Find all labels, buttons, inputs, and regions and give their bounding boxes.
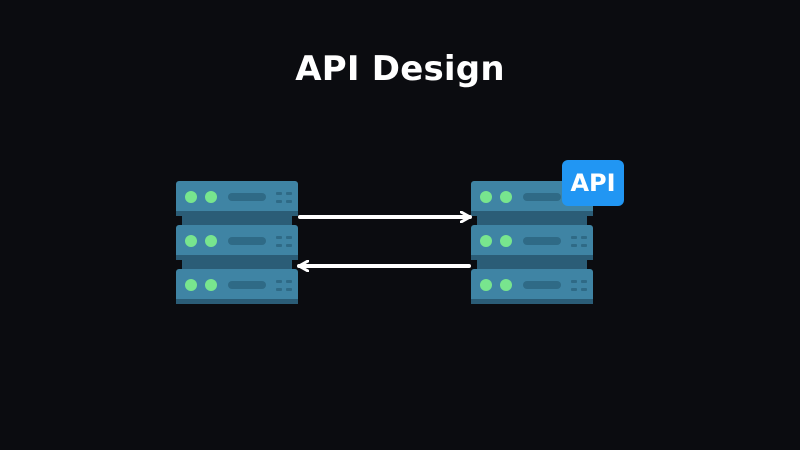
vent-mark bbox=[286, 200, 292, 203]
vent-mark bbox=[286, 288, 292, 291]
vent-mark bbox=[581, 280, 587, 283]
client-server-icon bbox=[176, 181, 298, 304]
vent-mark bbox=[286, 236, 292, 239]
status-light bbox=[480, 191, 492, 203]
drive-slot bbox=[228, 281, 266, 289]
vent-mark bbox=[276, 236, 282, 239]
status-light bbox=[185, 279, 197, 291]
status-light bbox=[185, 191, 197, 203]
status-light bbox=[500, 279, 512, 291]
drive-slot bbox=[523, 281, 561, 289]
vent-mark bbox=[571, 280, 577, 283]
vent-mark bbox=[276, 192, 282, 195]
server-unit-edge bbox=[471, 211, 593, 216]
status-light bbox=[500, 191, 512, 203]
vent-mark bbox=[581, 236, 587, 239]
server-unit-edge bbox=[471, 299, 593, 304]
drive-slot bbox=[523, 193, 561, 201]
status-light bbox=[185, 235, 197, 247]
status-light bbox=[205, 235, 217, 247]
server-unit-edge bbox=[176, 255, 298, 260]
server-unit bbox=[471, 269, 593, 304]
status-light bbox=[480, 235, 492, 247]
api-badge: API bbox=[562, 160, 624, 206]
server-unit bbox=[176, 225, 298, 260]
status-light bbox=[480, 279, 492, 291]
vent-mark bbox=[571, 288, 577, 291]
vent-mark bbox=[286, 244, 292, 247]
drive-slot bbox=[228, 193, 266, 201]
server-unit-edge bbox=[176, 299, 298, 304]
vent-mark bbox=[276, 280, 282, 283]
status-light bbox=[205, 279, 217, 291]
vent-mark bbox=[571, 244, 577, 247]
drive-slot bbox=[523, 237, 561, 245]
server-unit bbox=[176, 269, 298, 304]
status-light bbox=[205, 191, 217, 203]
rack-connector bbox=[477, 260, 587, 269]
vent-mark bbox=[276, 244, 282, 247]
page-title: API Design bbox=[295, 49, 505, 89]
api-server-icon bbox=[471, 181, 593, 304]
vent-mark bbox=[581, 244, 587, 247]
vent-mark bbox=[276, 200, 282, 203]
server-unit-edge bbox=[471, 255, 593, 260]
vent-mark bbox=[286, 280, 292, 283]
vent-mark bbox=[286, 192, 292, 195]
rack-connector bbox=[182, 216, 292, 225]
vent-mark bbox=[581, 288, 587, 291]
server-unit bbox=[176, 181, 298, 216]
rack-connector bbox=[477, 216, 587, 225]
status-light bbox=[500, 235, 512, 247]
vent-mark bbox=[571, 236, 577, 239]
rack-connector bbox=[182, 260, 292, 269]
server-unit-edge bbox=[176, 211, 298, 216]
drive-slot bbox=[228, 237, 266, 245]
server-unit bbox=[471, 225, 593, 260]
vent-mark bbox=[276, 288, 282, 291]
